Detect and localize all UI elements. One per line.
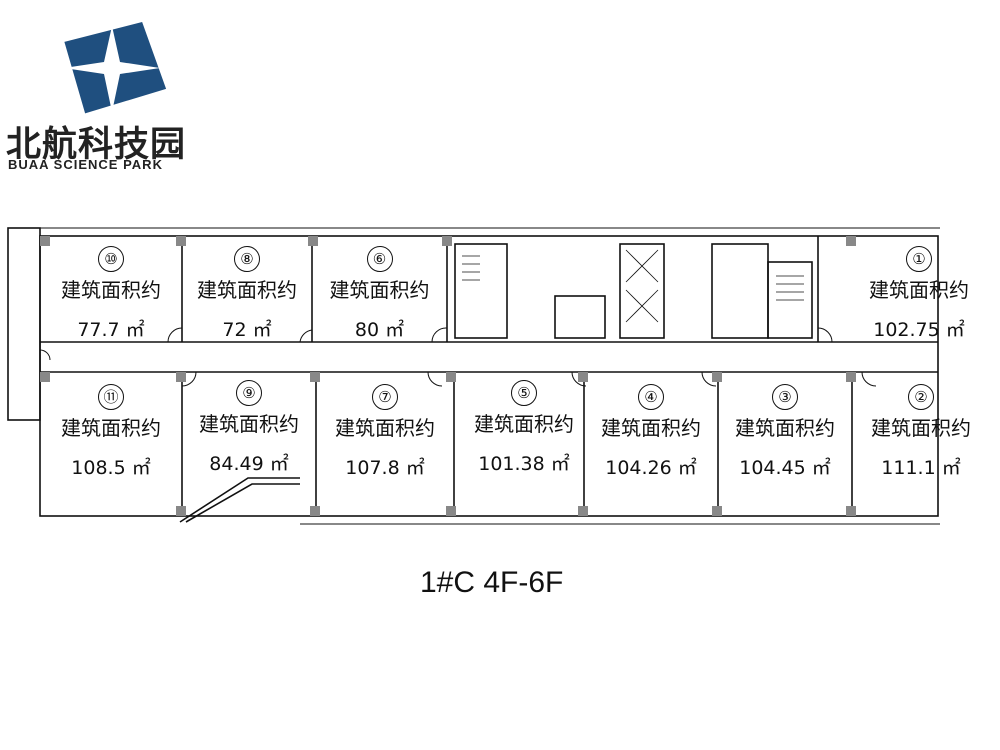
- left-annex: [7, 227, 41, 421]
- logo-name-chinese: 北航科技园: [6, 125, 187, 165]
- room-label: 建筑面积约: [335, 416, 435, 440]
- room-label: 建筑面积约: [735, 416, 835, 440]
- room-11: ⑪ 建筑面积约 108.5 ㎡: [40, 384, 182, 480]
- room-number: ⑩: [98, 246, 124, 272]
- toilet-block: [554, 295, 606, 339]
- room-label: 建筑面积约: [474, 412, 574, 436]
- room-area: 77.7 ㎡: [77, 319, 145, 341]
- room-area: 111.1 ㎡: [881, 457, 961, 479]
- stair-right: [767, 261, 813, 339]
- room-label: 建筑面积约: [61, 278, 161, 302]
- room-label: 建筑面积约: [869, 278, 969, 302]
- logo-emblem-icon: [64, 22, 167, 114]
- room-label: 建筑面积约: [871, 416, 971, 440]
- room-number: ①: [906, 246, 932, 272]
- logo-name-english: BUAA SCIENCE PARK: [8, 157, 163, 172]
- room-number: ⑦: [372, 384, 398, 410]
- room-area: 104.26 ㎡: [605, 457, 697, 479]
- elevator-core: [619, 243, 665, 339]
- stair-left: [454, 243, 508, 339]
- room-area: 101.38 ㎡: [478, 453, 570, 475]
- room-4: ④ 建筑面积约 104.26 ㎡: [584, 384, 718, 480]
- room-1: ① 建筑面积约 102.75 ㎡: [852, 246, 986, 342]
- room-number: ⑤: [511, 380, 537, 406]
- room-number: ③: [772, 384, 798, 410]
- room-number: ⑧: [234, 246, 260, 272]
- room-5: ⑤ 建筑面积约 101.38 ㎡: [454, 380, 594, 476]
- room-2: ② 建筑面积约 111.1 ㎡: [852, 384, 990, 480]
- room-number: ⑪: [98, 384, 124, 410]
- room-number: ②: [908, 384, 934, 410]
- room-label: 建筑面积约: [199, 412, 299, 436]
- service-core: [711, 243, 769, 339]
- room-number: ⑨: [236, 380, 262, 406]
- room-area: 104.45 ㎡: [739, 457, 831, 479]
- buaa-logo: 北航科技园 BUAA SCIENCE PARK: [0, 0, 220, 180]
- room-number: ⑥: [366, 246, 393, 272]
- room-area: 84.49 ㎡: [209, 453, 289, 475]
- room-area: 102.75 ㎡: [873, 319, 965, 341]
- room-area: 108.5 ㎡: [71, 457, 151, 479]
- room-area: 107.8 ㎡: [345, 457, 425, 479]
- room-3: ③ 建筑面积约 104.45 ㎡: [718, 384, 852, 480]
- room-9: ⑨ 建筑面积约 84.49 ㎡: [182, 380, 316, 476]
- room-area: 72 ㎡: [222, 319, 272, 341]
- room-label: 建筑面积约: [329, 278, 430, 302]
- room-8: ⑧ 建筑面积约 72 ㎡: [182, 246, 312, 342]
- room-7: ⑦ 建筑面积约 107.8 ㎡: [316, 384, 454, 480]
- room-label: 建筑面积约: [61, 416, 161, 440]
- room-number: ④: [638, 384, 664, 410]
- room-10: ⑩ 建筑面积约 77.7 ㎡: [40, 246, 182, 342]
- floor-label: 1#C 4F-6F: [420, 566, 564, 599]
- room-label: 建筑面积约: [601, 416, 701, 440]
- room-6: ⑥ 建筑面积约 80 ㎡: [312, 246, 447, 342]
- room-label: 建筑面积约: [197, 278, 297, 302]
- room-area: 80 ㎡: [354, 319, 405, 341]
